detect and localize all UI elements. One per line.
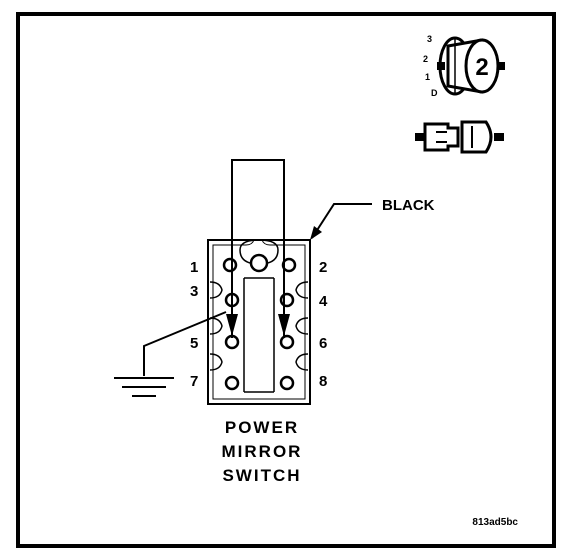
terminal-7 (224, 375, 240, 391)
knob-position-d: D (431, 88, 438, 98)
wiring (143, 159, 372, 376)
terminal-1 (222, 257, 238, 273)
arrow-down-left (226, 314, 238, 336)
ground-symbol (114, 377, 174, 397)
pin-label-8: 8 (319, 373, 327, 390)
pin-label-4: 4 (319, 293, 328, 310)
pin-label-6: 6 (319, 335, 327, 352)
title-line-3: SWITCH (222, 466, 301, 485)
pin-label-5: 5 (190, 335, 198, 352)
terminal-center (249, 253, 269, 273)
leader-arrowhead (310, 226, 322, 240)
knob-position-3: 3 (427, 34, 432, 44)
pin-label-1: 1 (190, 259, 198, 276)
knob-position-2: 2 (423, 54, 428, 64)
arrow-down-right (278, 314, 290, 336)
pin-label-7: 7 (190, 373, 198, 390)
title-line-2: MIRROR (222, 442, 303, 461)
terminal-8 (279, 375, 295, 391)
pin-label-2: 2 (319, 259, 327, 276)
outer-frame (16, 12, 556, 548)
title-line-1: POWER (225, 418, 299, 437)
figure-code: 813ad5bc (472, 517, 518, 528)
pin-label-3: 3 (190, 283, 198, 300)
knob-position-1: 1 (425, 72, 430, 82)
wire-color-label: BLACK (382, 197, 435, 214)
terminal-6 (279, 334, 295, 350)
knob-position-icon (437, 36, 505, 96)
terminal-4 (279, 292, 295, 308)
connector-icon (415, 120, 504, 154)
knob-selected-position: 2 (475, 54, 488, 81)
